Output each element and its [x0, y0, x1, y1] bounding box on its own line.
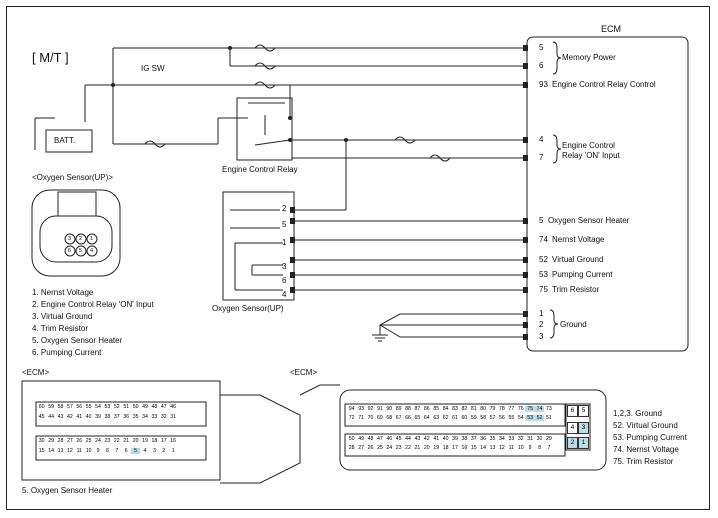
ecm-pin-label: Engine Control — [562, 141, 615, 150]
connector-pin: 5 — [79, 248, 83, 254]
sensor-pin: 3 — [282, 262, 287, 271]
battery-label: BATT. — [54, 136, 76, 145]
legend-item: 4. Trim Resistor — [32, 324, 89, 333]
legend-item: 6. Pumping Current — [32, 348, 102, 357]
connector-pin: 3 — [68, 236, 72, 242]
small-conn-pin: 2 — [567, 437, 578, 449]
ecm-pin-num: 5 — [539, 216, 544, 225]
right-legend-item: 74. Nernst Voltage — [613, 445, 679, 454]
ecm-left-label: <ECM> — [22, 368, 50, 377]
ecm-pin-label: Trim Resistor — [552, 285, 600, 294]
ecm-pin-label: Engine Control Relay Control — [552, 80, 656, 89]
connector-pin: 2 — [79, 236, 83, 242]
small-conn-pin: 1 — [578, 437, 589, 449]
ecm-pin-label: Virtual Ground — [552, 255, 604, 264]
ecm-pin-num: 52 — [539, 255, 548, 264]
page-title: [ M/T ] — [32, 50, 69, 65]
ecm-pin-num: 93 — [539, 80, 548, 89]
ecm-pin-num: 7 — [539, 153, 544, 162]
ecm-pin-num: 6 — [539, 61, 544, 70]
relay-label: Engine Control Relay — [222, 165, 298, 174]
ecm-pin-label: Ground — [560, 320, 587, 329]
connector-pin: 6 — [68, 248, 72, 254]
ecm-pin-num: 4 — [539, 135, 544, 144]
ecm-pin-label: Memory Power — [562, 53, 616, 62]
legend-item: 3. Virtual Ground — [32, 312, 93, 321]
sensor-pin: 2 — [282, 204, 287, 213]
ig-sw-label: IG SW — [141, 64, 165, 73]
small-conn-pin: 4 — [567, 422, 578, 434]
ecm-pin-num: 53 — [539, 270, 548, 279]
ecm-pin-num: 5 — [539, 43, 544, 52]
ecm-pin-num: 75 — [539, 285, 548, 294]
right-legend-item: 53. Pumping Current — [613, 433, 687, 442]
small-conn-pin: 6 — [567, 405, 578, 417]
ecm-right-label: <ECM> — [290, 368, 318, 377]
ecm-pin-num: 2 — [539, 320, 544, 329]
legend-item: 1. Nernst Voltage — [32, 288, 94, 297]
connector-pin: 1 — [90, 236, 94, 242]
sensor-pin: 5 — [282, 220, 287, 229]
diagram-frame — [6, 6, 710, 510]
sensor-pin: 1 — [282, 238, 287, 247]
legend-item: 2. Engine Control Relay 'ON' Input — [32, 300, 154, 309]
small-conn-pin: 5 — [578, 405, 589, 417]
ecm-pin-label: Relay 'ON' Input — [562, 151, 620, 160]
ecm-box — [526, 36, 689, 352]
ecm-title: ECM — [601, 24, 621, 34]
ecm-pin-num: 1 — [539, 309, 544, 318]
ecm-pin-label: Pumping Current — [552, 270, 613, 279]
sensor-pin: 6 — [282, 276, 287, 285]
legend-item: 5. Oxygen Sensor Heater — [32, 336, 123, 345]
ecm-pin-label: Oxygen Sensor Heater — [548, 216, 630, 225]
left-legend: 5. Oxygen Sensor Heater — [22, 486, 113, 495]
sensor-up-label: <Oxygen Sensor(UP)> — [32, 173, 113, 182]
ecm-pin-label: Nernst Voltage — [552, 235, 605, 244]
sensor-pin: 4 — [282, 290, 287, 299]
connector-pin: 4 — [90, 248, 94, 254]
right-legend-item: 52. Virtual Ground — [613, 421, 678, 430]
right-legend-item: 75. Trim Resistor — [613, 457, 674, 466]
ecm-pin-num: 74 — [539, 235, 548, 244]
right-legend-item: 1,2,3. Ground — [613, 409, 662, 418]
small-conn-pin: 3 — [578, 422, 589, 434]
sensor-label: Oxygen Sensor(UP) — [212, 304, 284, 313]
ecm-pin-num: 3 — [539, 332, 544, 341]
